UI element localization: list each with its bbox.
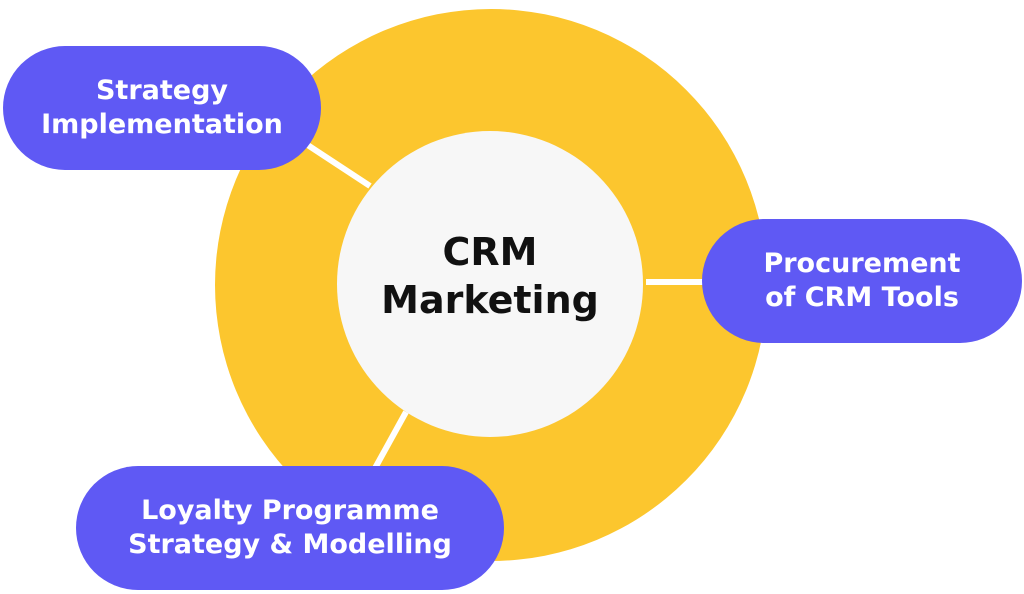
center-title-line1: CRM (442, 230, 538, 274)
center-title: CRM Marketing (340, 228, 640, 324)
node-label-line1: Strategy (95, 75, 229, 106)
node-strategy-implementation: Strategy Implementation (3, 46, 321, 170)
node-procurement-crm-tools: Procurement of CRM Tools (702, 219, 1022, 343)
connector-strategy (298, 137, 372, 189)
node-label-line1: Procurement (763, 248, 961, 279)
center-circle (337, 131, 643, 437)
node-label-line2: Strategy & Modelling (128, 529, 452, 560)
node-loyalty-programme: Loyalty Programme Strategy & Modelling (76, 466, 504, 590)
center-title-line2: Marketing (381, 278, 599, 322)
node-label-line1: Loyalty Programme (141, 495, 439, 526)
node-label-line2: of CRM Tools (765, 282, 959, 313)
connector-loyalty (371, 410, 409, 472)
node-label-line2: Implementation (41, 109, 283, 140)
